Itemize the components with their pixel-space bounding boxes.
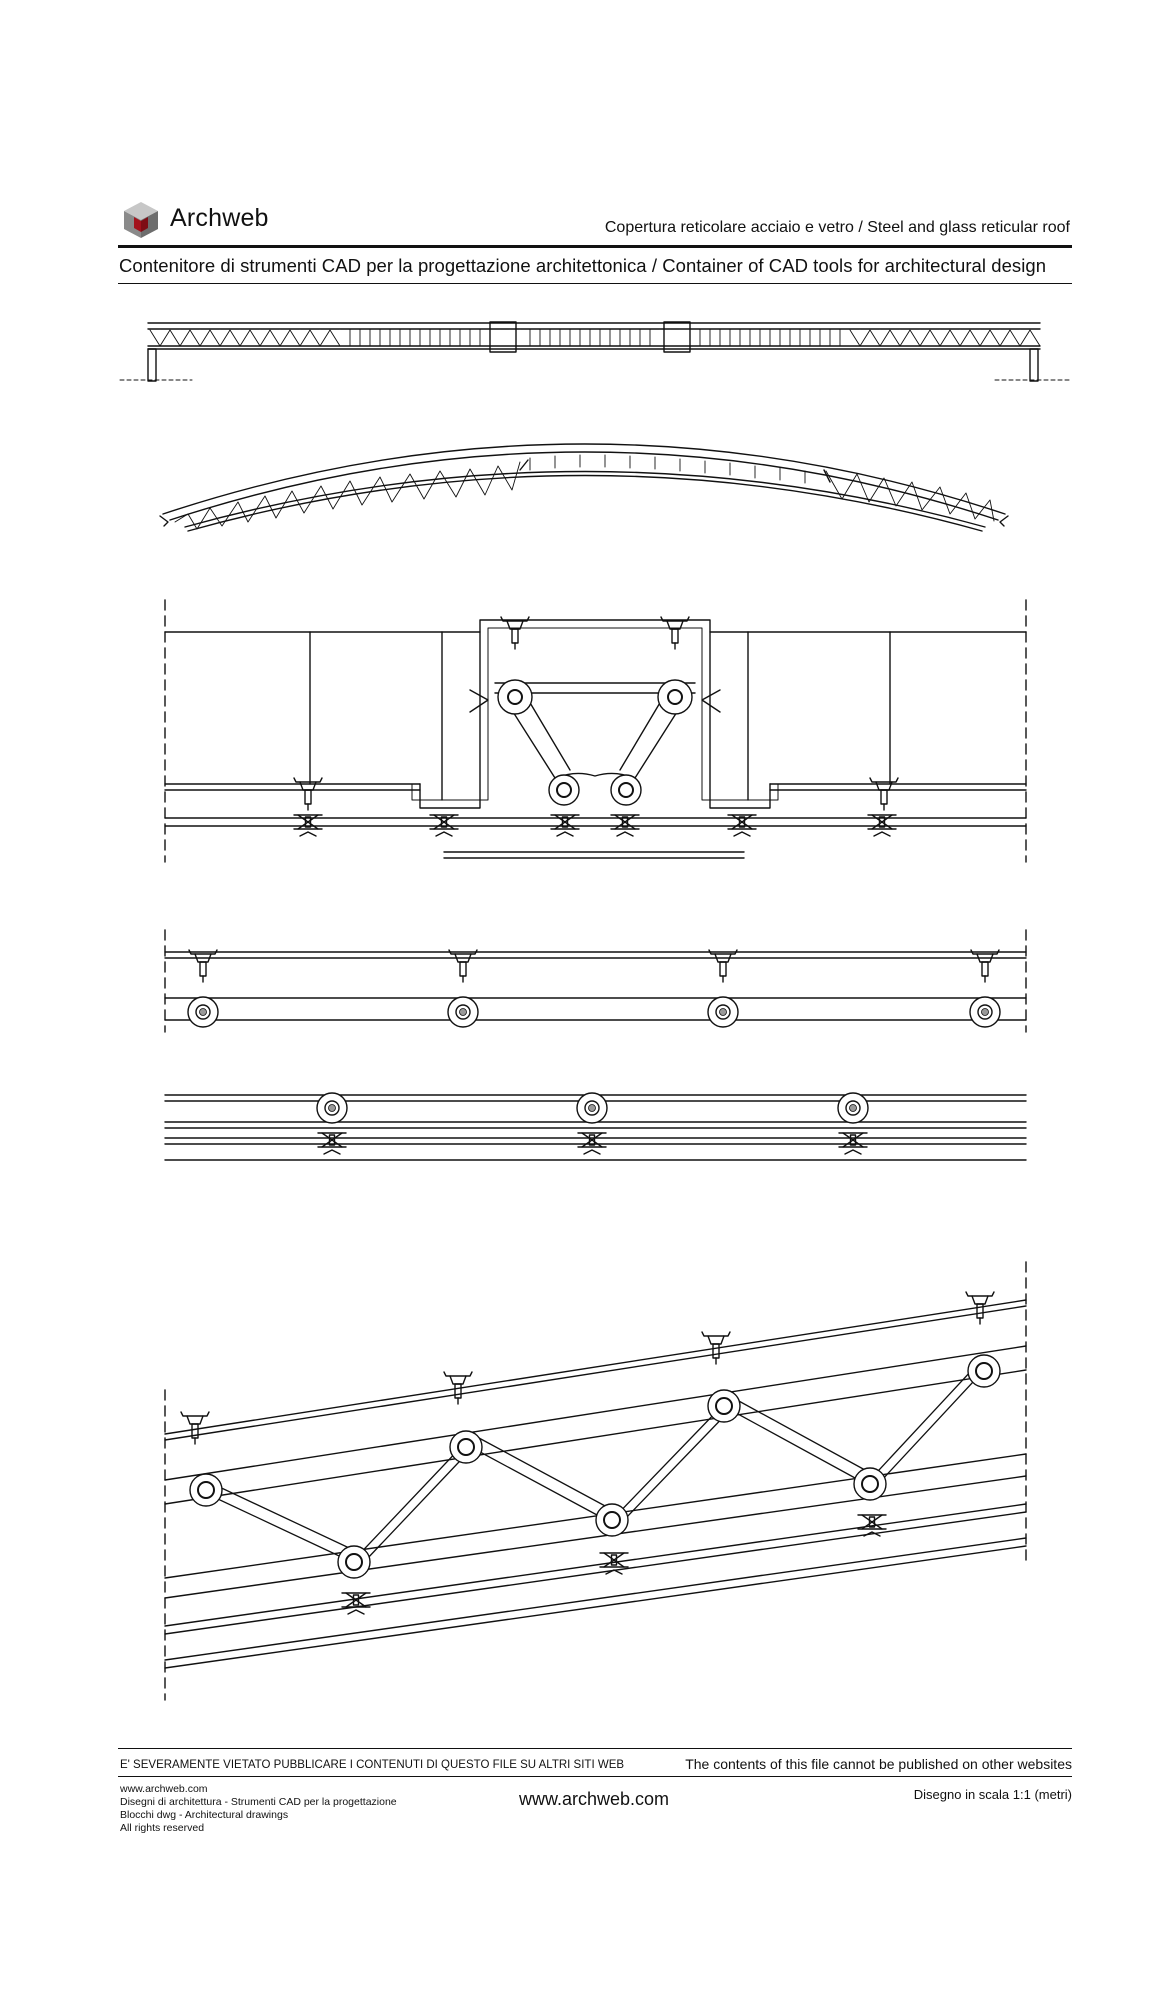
footer-website-link[interactable]: www.archweb.com <box>519 1789 670 1809</box>
footer-rule <box>118 1776 1072 1777</box>
brand-name: Archweb <box>170 204 269 232</box>
footer-line: All rights reserved <box>120 1822 205 1834</box>
scale-note: Disegno in scala 1:1 (metri) <box>913 1787 1072 1802</box>
arched-section <box>159 443 1009 532</box>
warning-italian: E' SEVERAMENTE VIETATO PUBBLICARE I CONT… <box>120 1759 625 1771</box>
roof-elevation <box>119 321 1071 382</box>
beam-elevation <box>164 929 1027 1033</box>
footer-top-rule <box>118 1748 1072 1749</box>
inclined-truss-detail <box>164 1261 1027 1701</box>
page-subtitle: Contenitore di strumenti CAD per la prog… <box>119 255 1047 276</box>
archweb-logo-icon <box>124 202 158 238</box>
footer-credits: www.archweb.com Disegni di architettura … <box>120 1783 397 1835</box>
footer-line: Disegni di architettura - Strumenti CAD … <box>120 1796 397 1808</box>
subtitle-rule <box>118 283 1072 284</box>
lower-beam-elevation <box>164 1092 1027 1161</box>
header-rule <box>118 245 1072 248</box>
footer-line[interactable]: www.archweb.com <box>120 1783 208 1795</box>
warning-english: The contents of this file cannot be publ… <box>685 1756 1072 1772</box>
central-joint-detail <box>164 599 1027 863</box>
drawing-title: Copertura reticolare acciaio e vetro / S… <box>604 219 1070 236</box>
footer-line: Blocchi dwg - Architectural drawings <box>120 1809 289 1821</box>
